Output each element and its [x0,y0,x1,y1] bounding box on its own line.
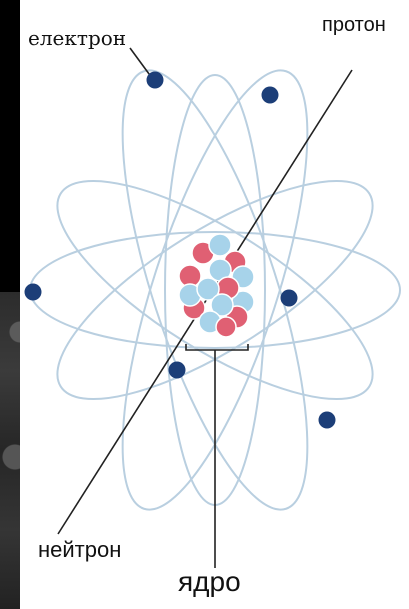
electron [147,72,164,89]
electron [262,87,279,104]
neutron [209,234,231,256]
neutron-label: нейтрон [38,537,121,563]
electron-label: електрон [28,26,126,50]
electrons [25,72,336,429]
electron [169,362,186,379]
electron [319,412,336,429]
proton [216,317,236,337]
nucleus [179,234,254,337]
electron [25,284,42,301]
nucleus-label: ядро [178,566,241,598]
electron [281,290,298,307]
proton-label: протон [322,14,386,37]
